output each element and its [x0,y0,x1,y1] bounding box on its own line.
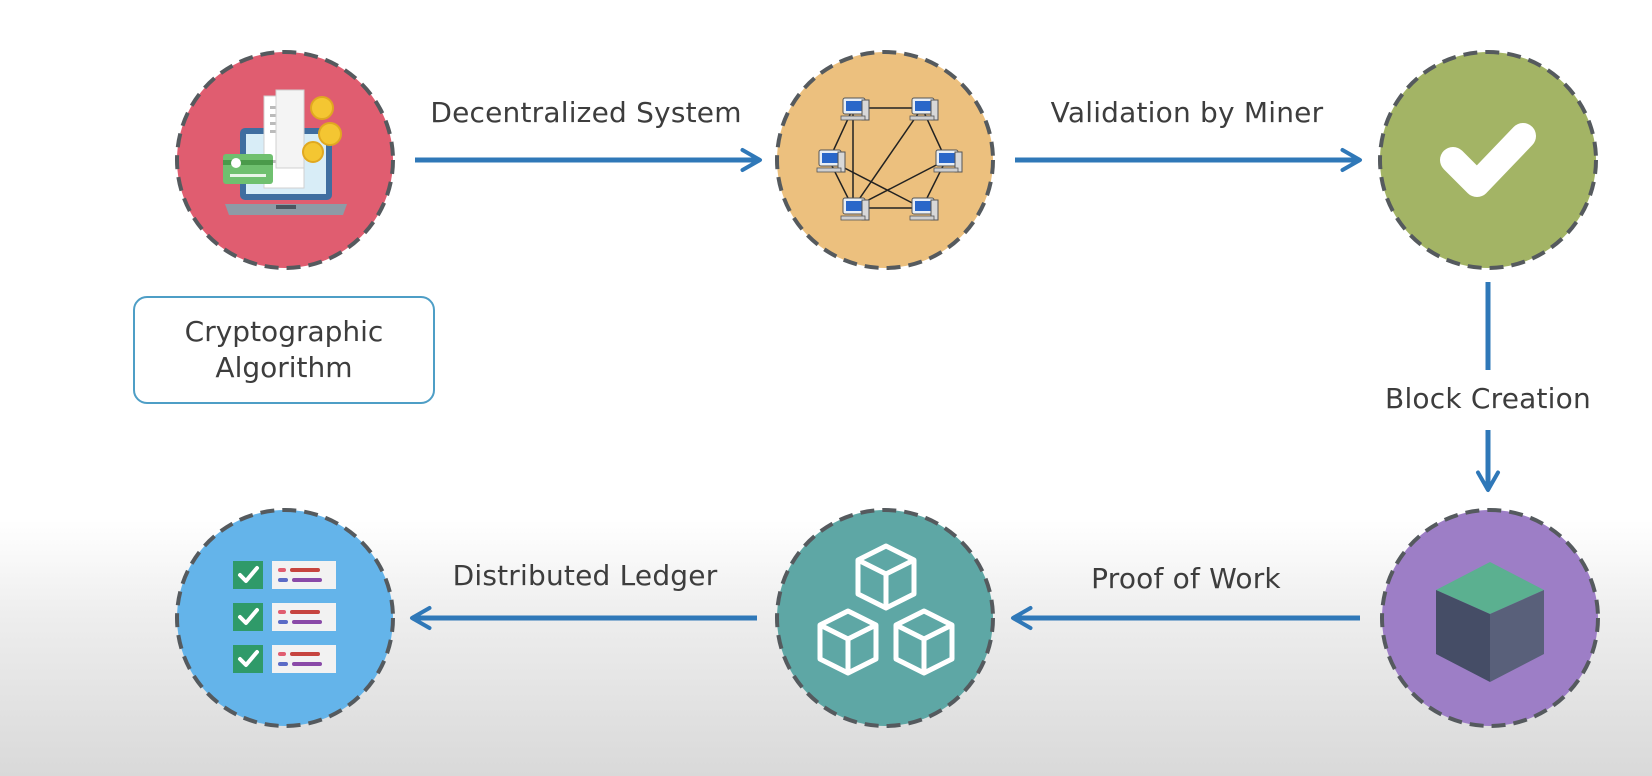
node-blocks-circle [775,508,995,728]
node-ledger [175,508,395,728]
node-block [1380,508,1600,728]
node-payment [175,50,395,270]
algo-box-line1: Cryptographic [184,315,384,348]
stacked-cubes-icon [817,543,955,676]
node-network [775,50,995,270]
checklist-ledger-icon [231,561,338,675]
computer-network-icon [816,97,963,221]
cryptographic-algorithm-box: Cryptographic Algorithm [133,296,435,404]
checkmark-icon [1440,123,1536,197]
label-proof-of-work: Proof of Work [1091,562,1281,595]
node-network-circle [775,50,995,270]
node-validation [1378,50,1598,270]
label-validation-by-miner: Validation by Miner [1050,96,1324,129]
label-block-creation: Block Creation [1385,382,1591,415]
cube-block-icon [1436,562,1544,682]
algo-box-line2: Algorithm [215,351,353,384]
label-decentralized-system: Decentralized System [430,96,742,129]
node-blocks [775,508,995,728]
label-distributed-ledger: Distributed Ledger [452,559,718,592]
laptop-payment-icon [223,89,347,215]
